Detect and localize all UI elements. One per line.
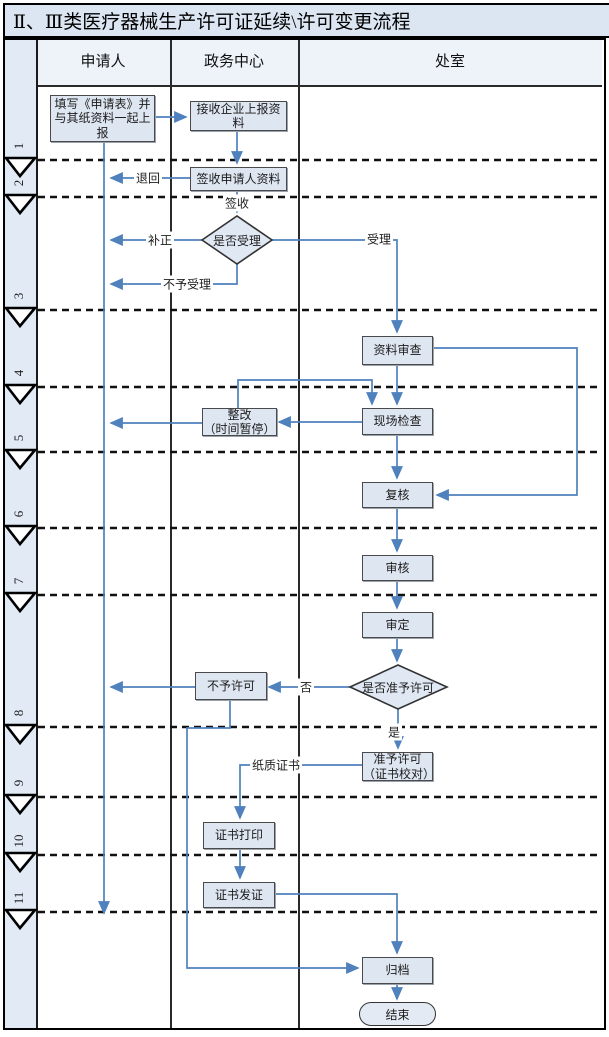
node-final-review: 审定: [362, 612, 433, 638]
column-header-applicant: 申请人: [80, 54, 126, 70]
step-number: 6: [11, 510, 26, 518]
step-number: 5: [11, 434, 26, 442]
step-number: 2: [11, 179, 26, 187]
edge-review-to-recheck-loop: [433, 347, 578, 501]
node-site-inspection: 现场检查: [362, 408, 433, 435]
node-print-cert: 证书打印: [203, 822, 275, 849]
edge-label-no: 否: [297, 678, 315, 696]
flow-arrows: [98, 111, 578, 1001]
edge-label-paper-cert: 纸质证书: [249, 756, 303, 774]
column-header-department: 处室: [434, 54, 465, 70]
node-archive: 归档: [362, 957, 433, 984]
step-number: 3: [11, 292, 26, 300]
step-number: 4: [11, 369, 26, 377]
node-grant-license: 准予许可 （证书校对）: [362, 752, 436, 781]
edge-accept: [272, 239, 403, 334]
edge-label-accept: 受理: [364, 230, 394, 248]
node-receive-materials: 接收企业上报资料: [190, 101, 287, 131]
edge-rectify-to-inspect: [237, 379, 378, 408]
node-fill-form: 填写《申请表》并 与其纸资料一起上 报: [50, 95, 155, 142]
step-chevrons: [3, 156, 38, 931]
node-end: 结束: [359, 1002, 436, 1026]
node-recheck: 复核: [362, 482, 433, 508]
step-number: 10: [11, 834, 26, 848]
edge-label-return: 退回: [133, 169, 163, 187]
column-header-service-center: 政务中心: [203, 54, 264, 70]
header-row: [38, 40, 602, 87]
node-deny-license: 不予许可: [195, 672, 267, 700]
node-accept-decision: 是否受理: [212, 233, 261, 248]
node-license-decision: 是否准予许可: [361, 680, 434, 695]
edge-label-sign: 签收: [222, 194, 252, 212]
step-number: 8: [11, 709, 26, 717]
node-sign-materials: 签收申请人资料: [190, 167, 287, 191]
column-divider-1: [170, 40, 172, 1028]
edge-label-not-accept: 不予受理: [160, 275, 214, 293]
decision-shapes: [200, 215, 449, 710]
node-issue-cert: 证书发证: [203, 882, 275, 908]
edge-not-accept: [109, 264, 238, 290]
license-decision-diamond: [348, 664, 449, 710]
step-number: 7: [11, 577, 26, 585]
edge-issue-to-archive: [275, 893, 403, 955]
step-number: 9: [11, 779, 26, 787]
row-separators: [38, 158, 602, 914]
edge-paper-cert: [234, 764, 362, 820]
edge-label-yes: 是: [385, 723, 403, 741]
node-audit: 审核: [362, 555, 433, 581]
edge-deny-to-archive: [186, 701, 360, 974]
edge-label-correct: 补正: [145, 231, 175, 249]
column-divider-2: [298, 40, 300, 1028]
step-number: 1: [11, 142, 26, 150]
accept-decision-diamond: [200, 215, 274, 265]
node-rectify: 整改 （时间暂停）: [202, 407, 277, 436]
page-title: Ⅱ、Ⅲ类医疗器械生产许可证延续\许可变更流程: [3, 3, 609, 38]
step-number: 11: [11, 891, 26, 905]
node-material-review: 资料审查: [362, 336, 433, 365]
